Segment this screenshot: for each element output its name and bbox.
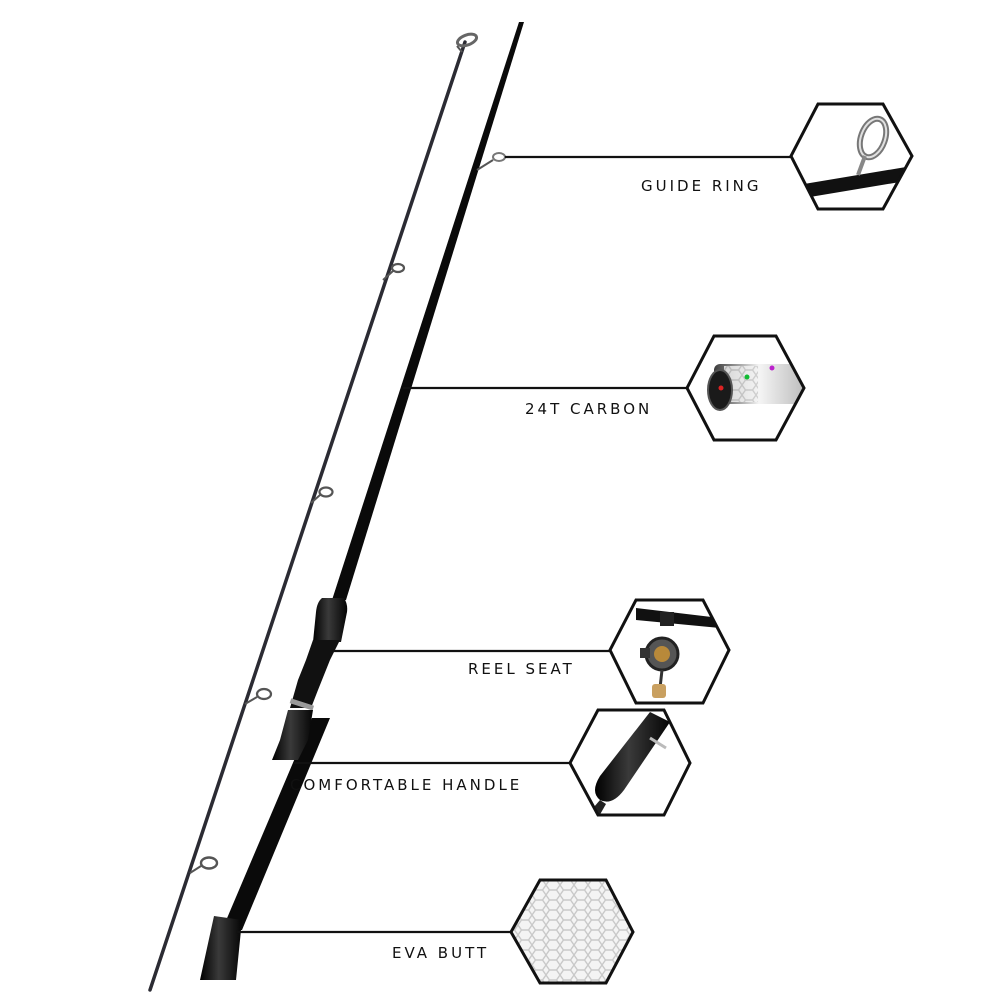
handle-hexagon [568,708,692,817]
tip-guide-2 [310,486,334,504]
callout-lines [236,155,791,934]
handle-label: COMFORTABLE HANDLE [290,776,523,794]
butt-grip [200,916,242,980]
eva-butt-detail [509,878,635,985]
reel-seat-detail [608,598,731,705]
tip-guide-4 [189,856,219,874]
rod-tip-section [148,32,479,992]
reel-seat-hexagon [608,598,731,705]
tip-guide-1 [382,262,406,281]
reel-seat-body [290,640,340,708]
eva-butt-hexagon [509,878,635,985]
guide-ring-hexagon [789,102,914,211]
fore-grip [313,598,348,642]
carbon-hexagon [685,334,806,442]
carbon-label: 24T CARBON [525,400,653,418]
handle-detail [568,708,692,817]
tip-top-guide [455,32,479,53]
carbon-detail [685,334,806,442]
eva-butt-label: EVA BUTT [392,944,490,962]
guide-ring-detail [789,102,914,211]
rear-grip [272,710,313,760]
rod-butt-section [200,22,524,980]
guide-ring-label: GUIDE RING [641,177,762,195]
reel-seat-label: REEL SEAT [468,660,575,678]
tip-guide-3 [244,687,273,705]
